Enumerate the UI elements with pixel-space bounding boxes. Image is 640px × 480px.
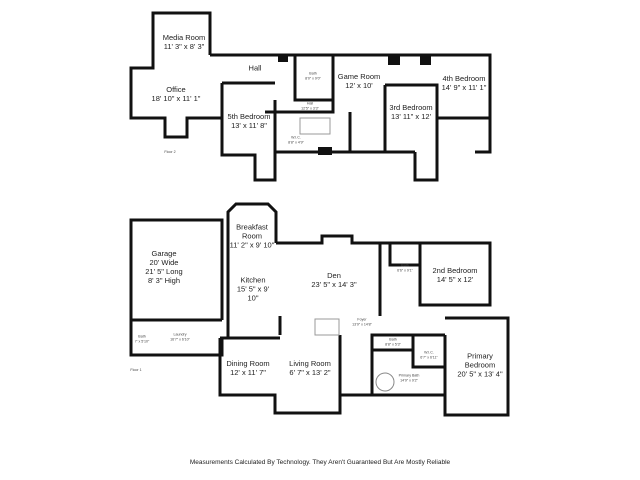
room-dims: 8'0" x 9'0" [305, 76, 321, 80]
room-name: Garage [151, 249, 177, 258]
room-name: Laundry [173, 332, 187, 337]
wall-media-office [129, 11, 222, 139]
wall-primary-bath [370, 333, 445, 395]
wall-kitchen [226, 202, 278, 338]
room-dims: 6'7" x 6'11" [420, 355, 438, 359]
room-dims: 21' 5" Long [145, 267, 183, 276]
wall-primary-bedroom [443, 316, 510, 417]
floor-2-label: Floor 2 [164, 149, 176, 154]
room-dims: 20' Wide [149, 258, 179, 267]
room-name: Den [327, 271, 341, 280]
room-dims: 13' 11" x 12' [391, 112, 431, 121]
wall-blocks [278, 55, 431, 155]
room-name: Bath [389, 337, 397, 342]
wall-5th-bedroom [220, 83, 277, 182]
room-dims: 11' 3" x 8' 3" [163, 42, 205, 51]
room-dims: 6' 7" x 13' 2" [289, 368, 331, 377]
room-wic-upper: W.I.C.8'8" x 4'9" [288, 136, 304, 145]
room-dims: 11' 2" x 9' 10" [229, 240, 275, 250]
room-name: Primary Bedroom [464, 351, 496, 370]
wall-wic [411, 335, 445, 369]
room-name: Bath [309, 71, 317, 76]
room-name: Hall [248, 63, 262, 73]
room-name: Bath [401, 263, 409, 268]
room-dims: 8'8" x 5'3" [385, 342, 401, 346]
wall-garage [129, 218, 224, 357]
room-hall: Hall [249, 64, 262, 73]
room-name: 4th Bedroom [442, 74, 486, 83]
wall-game-room [265, 55, 335, 114]
wall-bath-1 [388, 243, 420, 267]
room-dims: 12'5" x 3'3" [301, 106, 319, 110]
room-name: Primary Bath [398, 373, 420, 378]
room-dims: 12' x 10' [345, 81, 373, 90]
room-dims: 23' 5" x 14' 3" [311, 280, 357, 289]
wall-east-wing [380, 241, 492, 307]
room-name: 3rd Bedroom [389, 103, 433, 112]
room-dims: 12' x 11' 7" [230, 368, 266, 377]
room-name: W.I.C. [424, 350, 434, 355]
room-name: Media Room [162, 33, 206, 42]
disclaimer-footer: Measurements Calculated By Technology. T… [189, 459, 451, 466]
room-name: Hall [306, 101, 314, 106]
room-dims: 16'7" x 6'10" [170, 337, 190, 341]
room-name: Game Room [337, 72, 381, 81]
room-name: Office [166, 85, 186, 94]
room-dims: 6'6" x 9'1" [397, 268, 413, 272]
wall-3rd-bedroom [385, 83, 439, 182]
room-name: Living Room [289, 359, 331, 368]
wall-upper-outer [210, 53, 492, 154]
floor-1-label: Floor 1 [130, 367, 142, 372]
room-dims: 20' 5" x 13' 4" [457, 369, 503, 379]
room-name: Foyer [357, 317, 367, 322]
bathtub [375, 372, 395, 392]
room-wic-primary: W.I.C.6'7" x 6'11" [420, 351, 437, 360]
room-dims: 8' 3" High [147, 276, 181, 285]
wall-bath2 [293, 55, 333, 102]
room-name: Bath [138, 334, 146, 339]
room-dims: 14' 9" x 11' 1" [441, 83, 487, 92]
room-dims: 15' 5" x 9' 10" [236, 284, 270, 303]
room-name: W.I.C. [291, 135, 301, 140]
room-name: Breakfast Room [236, 222, 268, 241]
room-dims: 14'9" x 9'2" [400, 378, 418, 382]
room-dims: 13'9" x 14'8" [352, 322, 372, 326]
room-name: Kitchen [240, 275, 266, 285]
room-dims: 13' x 11' 8" [231, 121, 267, 130]
room-dims: 14' 5" x 12' [436, 275, 474, 284]
room-dims: 18' 10" x 11' 1" [151, 94, 201, 103]
room-dims: 8'8" x 4'9" [288, 140, 304, 144]
wall-dining-living [218, 335, 342, 415]
room-name: Dining Room [226, 359, 270, 368]
room-name: 2nd Bedroom [432, 266, 478, 275]
stairs [299, 117, 340, 336]
room-dims: 7' x 5'10" [134, 339, 150, 343]
room-name: 5th Bedroom [227, 112, 271, 121]
